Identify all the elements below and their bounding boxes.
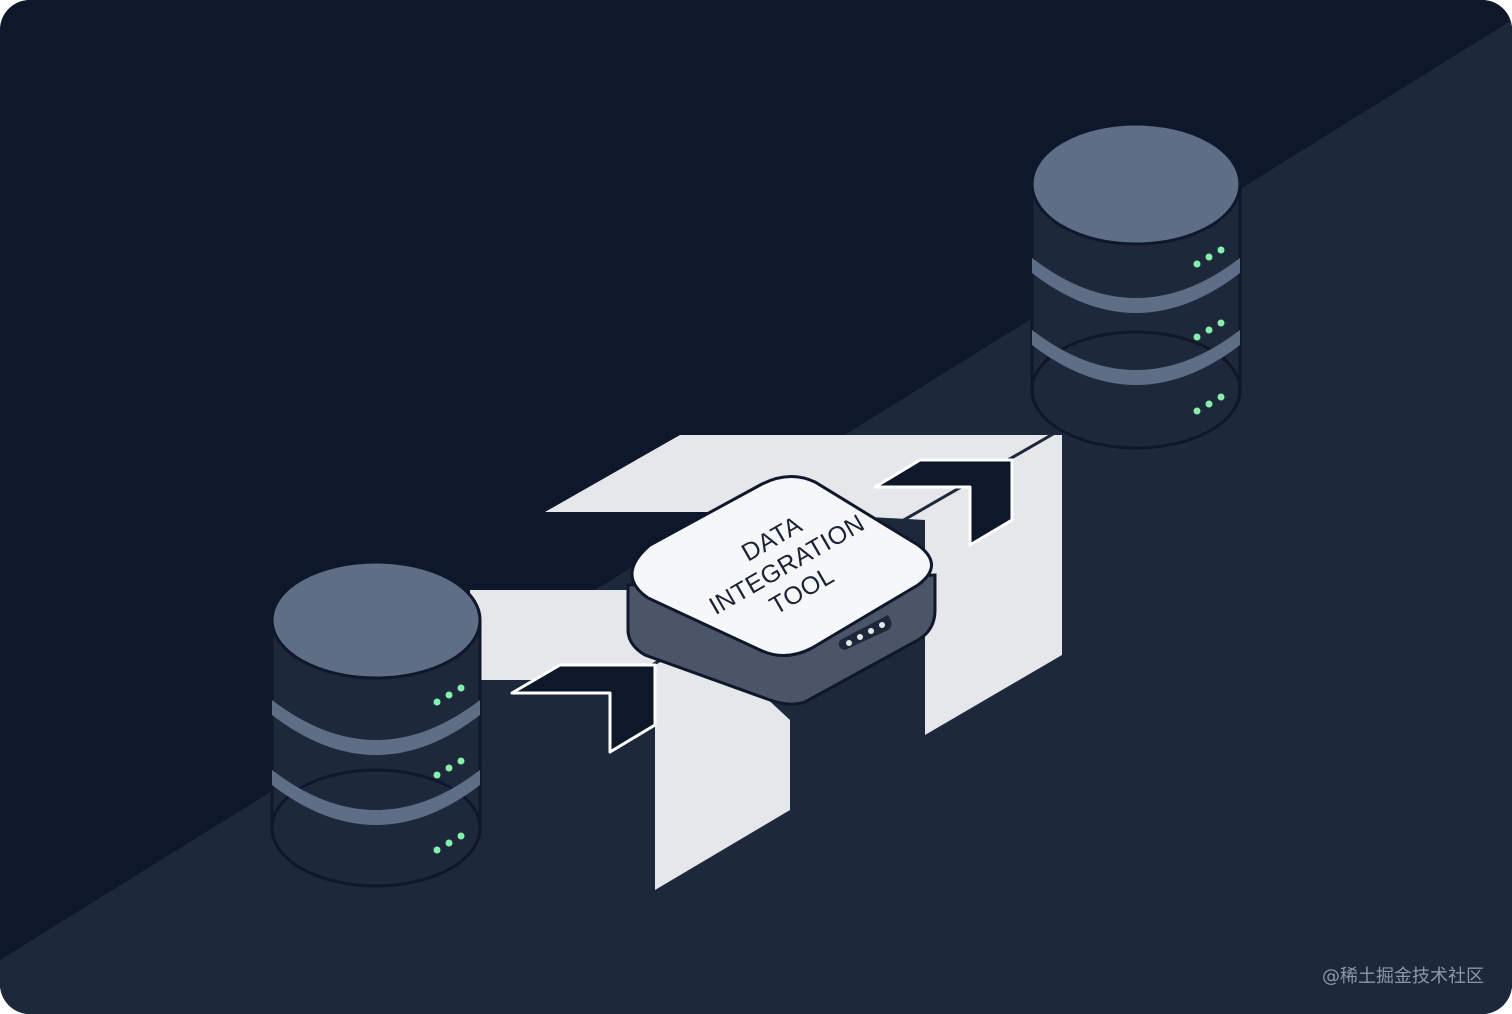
disk-band	[1032, 258, 1240, 313]
watermark: @稀土掘金技术社区	[1322, 966, 1484, 987]
database-top	[270, 560, 482, 680]
arrow-right-icon	[873, 458, 1014, 547]
arrow-left-icon	[510, 663, 657, 754]
flow-ribbon-right	[545, 435, 1062, 735]
source-database-icon	[270, 560, 482, 888]
disk-band	[272, 770, 480, 825]
disk-band	[1032, 330, 1240, 385]
flow-arrows	[510, 458, 1014, 754]
integration-tool-box: DATA INTEGRATION TOOL	[626, 475, 937, 706]
database-top	[1030, 122, 1242, 246]
port-light	[846, 640, 852, 646]
tool-top-face	[630, 475, 933, 657]
status-leds	[433, 684, 465, 854]
tool-port-strip	[838, 615, 892, 650]
port-light	[857, 634, 863, 640]
target-database-icon	[1030, 122, 1242, 450]
status-leds	[1193, 246, 1225, 415]
disk-band	[272, 700, 480, 755]
port-light	[879, 622, 885, 628]
port-light	[868, 628, 874, 634]
